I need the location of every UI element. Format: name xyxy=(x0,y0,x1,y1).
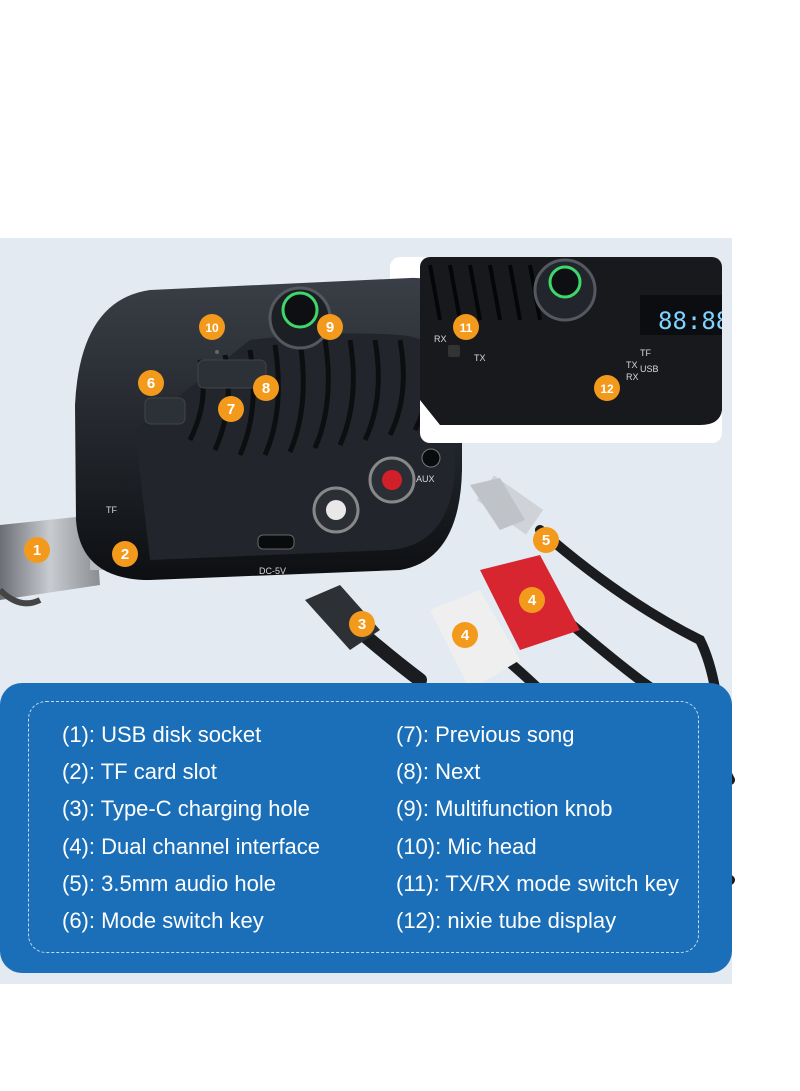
svg-text:3: 3 xyxy=(358,616,366,633)
svg-text:8: 8 xyxy=(262,380,270,397)
svg-text:2: 2 xyxy=(121,546,129,563)
svg-text:4: 4 xyxy=(528,592,537,609)
display-usb-label: USB xyxy=(640,364,659,374)
tx-label: TX xyxy=(474,353,486,363)
inset-device: 88:88 TX TF RX USB RX TX xyxy=(420,257,730,443)
legend-item: (9): Multifunction knob xyxy=(396,796,613,822)
rx-label: RX xyxy=(434,334,447,344)
legend-item: (2): TF card slot xyxy=(62,759,217,785)
badge-12: 12 xyxy=(594,375,620,401)
badge-8: 8 xyxy=(253,375,279,401)
svg-text:4: 4 xyxy=(461,627,470,644)
badge-10: 10 xyxy=(199,314,225,340)
badge-3: 3 xyxy=(349,611,375,637)
legend-item: (10): Mic head xyxy=(396,833,537,859)
tf-label: TF xyxy=(106,505,117,515)
type-c-port xyxy=(257,534,295,550)
badge-6: 6 xyxy=(138,370,164,396)
badge-4b: 4 xyxy=(519,587,545,613)
badge-5: 5 xyxy=(533,527,559,553)
mode-switch-key xyxy=(144,397,186,425)
badge-7: 7 xyxy=(218,396,244,422)
legend-item: (4): Dual channel interface xyxy=(62,833,321,859)
display-rx-label: RX xyxy=(626,372,639,382)
display-tf-label: TF xyxy=(640,348,651,358)
svg-text:9: 9 xyxy=(326,319,334,336)
callout-badges: 1 2 3 4 4 5 6 7 8 9 10 11 12 xyxy=(24,314,620,648)
svg-text:7: 7 xyxy=(227,401,235,418)
display-tx-label: TX xyxy=(626,360,638,370)
badge-2: 2 xyxy=(112,541,138,567)
legend-item: (5): 3.5mm audio hole xyxy=(62,870,276,896)
svg-text:10: 10 xyxy=(205,321,219,335)
svg-text:1: 1 xyxy=(33,542,41,559)
mic-hole xyxy=(215,350,219,354)
nixie-display-digits: 88:88 xyxy=(658,307,730,335)
aux-plug xyxy=(470,478,525,530)
svg-text:5: 5 xyxy=(542,532,550,549)
device-body: DC-5V TF AUX xyxy=(75,277,462,580)
badge-11: 11 xyxy=(453,314,479,340)
badge-4a: 4 xyxy=(452,622,478,648)
aux-label: AUX xyxy=(416,474,435,484)
legend-right-column: (7): Previous song (8): Next (9): Multif… xyxy=(396,716,679,939)
legend-item: (6): Mode switch key xyxy=(62,907,264,933)
legend-item: (1): USB disk socket xyxy=(62,722,262,747)
legend-item: (7): Previous song xyxy=(396,722,575,747)
tx-rx-switch xyxy=(448,345,460,357)
prev-next-keys xyxy=(197,359,267,389)
legend-box xyxy=(0,683,732,973)
dc-5v-label: DC-5V xyxy=(259,566,286,576)
svg-text:6: 6 xyxy=(147,375,155,392)
aux-port xyxy=(421,448,441,468)
svg-text:11: 11 xyxy=(460,321,473,335)
legend-item: (12): nixie tube display xyxy=(396,907,617,933)
svg-text:12: 12 xyxy=(600,382,614,396)
badge-1: 1 xyxy=(24,537,50,563)
legend-item: (8): Next xyxy=(396,759,481,785)
legend-item: (11): TX/RX mode switch key xyxy=(396,870,679,896)
legend-left-column: (1): USB disk socket (2): TF card slot (… xyxy=(62,716,320,939)
legend-item: (3): Type-C charging hole xyxy=(62,796,310,822)
badge-9: 9 xyxy=(317,314,343,340)
legend-dashed-frame xyxy=(28,701,699,953)
